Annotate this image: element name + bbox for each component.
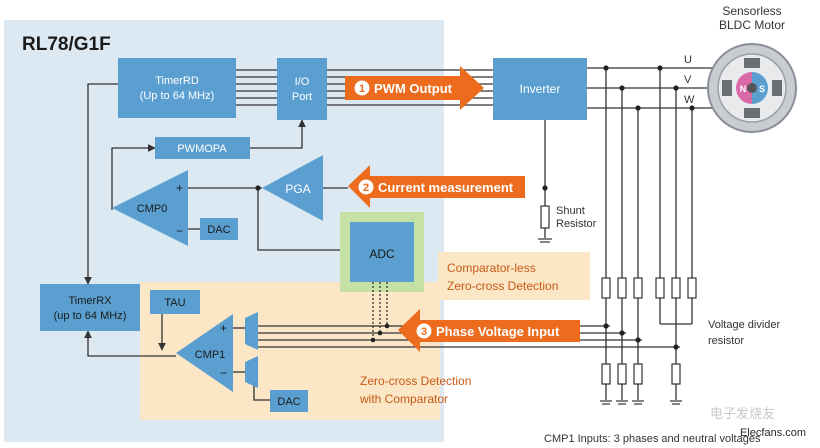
dac1-block [270,390,308,412]
ground-symbols [538,238,682,405]
comparator-less-line2: Zero-cross Detection [447,279,558,293]
tau-block [150,290,200,314]
timer-rx-sublabel: (up to 64 MHz) [54,310,127,322]
dac0-block [200,218,238,240]
cmp1-minus-mux [245,356,258,388]
timer-rd-block [118,58,236,118]
tau-label: TAU [164,297,185,309]
cmp1-plus-mux [245,312,258,350]
cmp0-minus: − [176,224,183,238]
io-port-block [277,58,327,120]
zero-cross-line2: with Comparator [359,392,448,406]
chip-title: RL78/G1F [22,34,111,55]
timer-rd-label: TimerRD [155,75,199,87]
pga-label: PGA [285,182,310,196]
phase-voltage-number-circle [416,323,432,339]
bldc-motor [707,43,797,133]
pwmopa-block [155,137,250,159]
cmp0-plus: + [176,181,183,195]
phase-u-label: U [684,54,692,66]
phase-voltage-number: 3 [421,326,427,338]
pwm-output-arrow [345,66,484,110]
timer-rd-sublabel: (Up to 64 MHz) [140,90,215,102]
dac0-label: DAC [207,224,230,236]
shunt-label-line1: Shunt [556,205,585,217]
cmp0-label: CMP0 [137,203,168,215]
pwm-output-number-circle [354,80,370,96]
shunt-label-line2: Resistor [556,218,597,230]
comparator-less-line1: Comparator-less [447,261,536,275]
dac1-label: DAC [277,396,300,408]
pwmopa-label: PWMOPA [177,143,227,155]
io-port-sublabel: Port [292,91,312,103]
pwm-output-number: 1 [359,83,365,95]
voltage-divider-label-line2: resistor [708,335,744,347]
phase-voltage-label: Phase Voltage Input [436,324,560,339]
timer-rx-label: TimerRX [69,295,113,307]
voltage-divider-resistors [601,277,697,385]
watermark-cn: 电子发烧友 [710,406,775,421]
motor-pole-s: S [759,84,765,94]
motor-pole-n: N [740,84,747,94]
inverter-label: Inverter [520,82,561,96]
motor-label-line1: Sensorless [722,4,781,18]
cmp1-minus: − [220,366,227,380]
phase-w-label: W [684,94,695,106]
junction-dots [255,65,695,350]
current-measurement-number-circle [358,179,374,195]
adc-label: ADC [369,247,395,261]
phase-v-label: V [684,74,692,86]
io-port-label: I/O [295,76,310,88]
cmp0-comparator [112,170,188,246]
cmp1-inputs-footnote: CMP1 Inputs: 3 phases and neutral voltag… [544,433,761,445]
zero-cross-line1: Zero-cross Detection [360,374,471,388]
phase-voltage-arrow [398,309,580,352]
voltage-divider-label-line1: Voltage divider [708,319,780,331]
comparator-less-callout [438,252,590,300]
watermark-site: Elecfans.com [740,427,806,439]
adc-block [350,222,414,282]
motor-label-line2: BLDC Motor [719,18,785,32]
pga-amplifier [262,155,323,221]
inverter-block [493,58,587,120]
current-measurement-arrow [348,165,525,208]
current-measurement-label: Current measurement [378,180,514,195]
cmp1-label: CMP1 [195,349,226,361]
cmp1-comparator [176,314,233,392]
timer-rx-block [40,284,140,331]
pwm-output-label: PWM Output [374,81,453,96]
current-measurement-number: 2 [363,182,369,194]
shunt-resistor [540,205,550,229]
cmp1-plus: + [220,321,227,335]
